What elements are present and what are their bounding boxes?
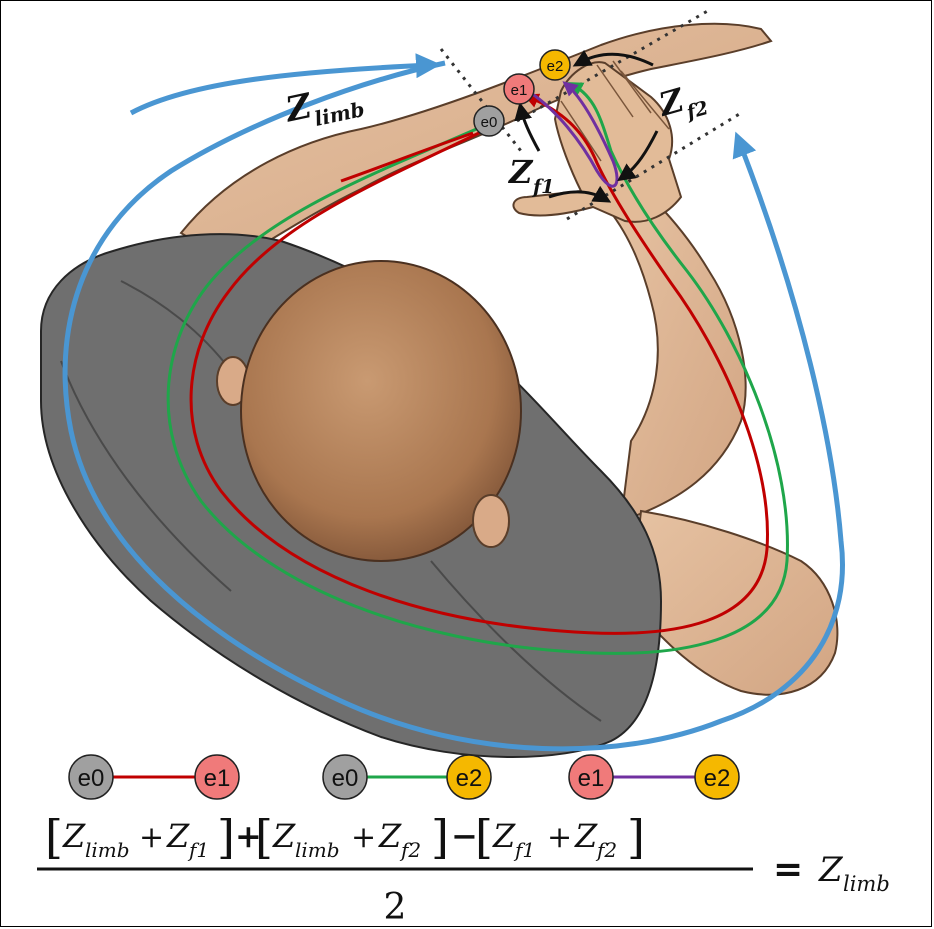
pair-e1-e2: e1 e2	[569, 755, 739, 799]
formula-denominator: 2	[384, 887, 407, 927]
svg-text:e0: e0	[332, 765, 359, 792]
svg-text:limb: limb	[295, 838, 340, 862]
svg-text:f2: f2	[595, 838, 617, 862]
right-arm	[605, 197, 746, 521]
svg-text:Z: Z	[574, 817, 598, 855]
svg-text:f1: f1	[531, 176, 554, 198]
svg-text:e2: e2	[456, 765, 483, 792]
svg-text:−: −	[451, 817, 478, 855]
svg-text:+: +	[139, 820, 164, 855]
formula-result-sub: limb	[843, 872, 890, 896]
svg-text:Z: Z	[280, 86, 316, 131]
label-z-f1: Z f1	[507, 153, 554, 198]
left-arm	[181, 24, 771, 263]
svg-text:e1: e1	[578, 765, 605, 792]
svg-text:Z: Z	[62, 817, 86, 855]
svg-text:]: ]	[431, 810, 449, 864]
pair-e0-e2: e0 e2	[323, 755, 491, 799]
svg-text:e2: e2	[704, 765, 731, 792]
formula-equals: =	[773, 849, 803, 890]
svg-text:]: ]	[217, 810, 235, 864]
svg-text:f2: f2	[399, 838, 421, 862]
svg-text:Z: Z	[378, 817, 402, 855]
svg-text:[: [	[475, 810, 493, 864]
svg-text:Z: Z	[272, 817, 296, 855]
svg-text:e2: e2	[547, 58, 564, 75]
svg-text:[: [	[255, 810, 273, 864]
svg-text:Z: Z	[492, 817, 516, 855]
label-z-limb: Z limb	[280, 75, 366, 136]
svg-text:[: [	[45, 810, 63, 864]
svg-text:+: +	[351, 820, 376, 855]
svg-text:f1: f1	[513, 838, 535, 862]
svg-text:Z: Z	[166, 817, 190, 855]
formula-result: Z	[818, 850, 844, 890]
svg-text:e0: e0	[481, 114, 498, 131]
svg-text:Z: Z	[507, 153, 534, 191]
formula: e0 e1 e0 e2 e1 e2 [ Z limb + Z f	[37, 755, 890, 927]
formula-numerator: [ Z limb + Z f1 ] + [ Z limb + Z f2 ] − …	[45, 810, 645, 864]
electrode-e1: e1	[504, 74, 534, 104]
svg-text:limb: limb	[85, 838, 130, 862]
svg-text:]: ]	[627, 810, 645, 864]
svg-text:e1: e1	[511, 82, 528, 99]
svg-text:+: +	[547, 820, 572, 855]
svg-text:e1: e1	[204, 765, 231, 792]
pair-e0-e1: e0 e1	[69, 755, 239, 799]
electrode-e2: e2	[540, 50, 570, 80]
svg-text:e0: e0	[78, 765, 105, 792]
svg-text:f2: f2	[682, 97, 711, 125]
electrode-e0: e0	[474, 106, 504, 136]
svg-text:f1: f1	[187, 838, 209, 862]
person-illustration	[41, 24, 837, 757]
